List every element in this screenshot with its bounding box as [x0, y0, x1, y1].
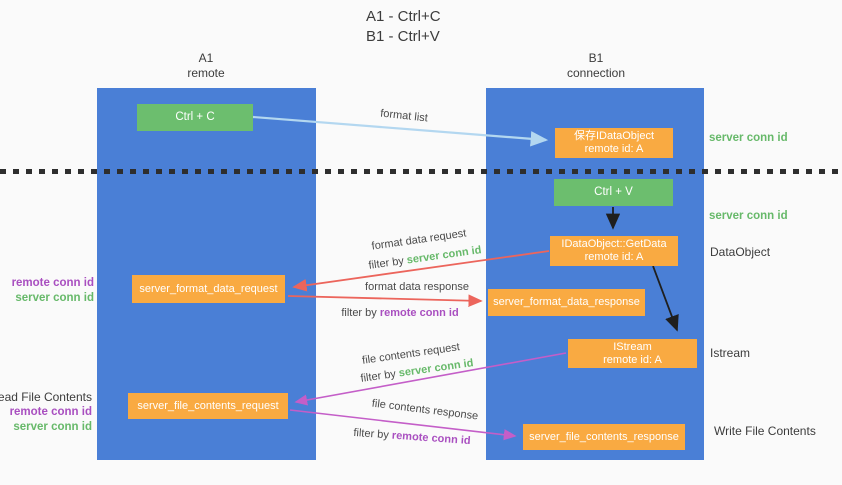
- node-file-response-label: server_file_contents_response: [529, 430, 679, 443]
- node-format-request-label: server_format_data_request: [139, 282, 278, 295]
- title-line-2: B1 - Ctrl+V: [366, 28, 440, 45]
- label-format-list: format list: [379, 107, 429, 125]
- left-label-server-conn-id-2: server conn id: [13, 421, 92, 433]
- filter-by-text: filter by: [367, 255, 405, 272]
- filter-by-text: filter by: [359, 368, 397, 385]
- node-ctrl-v: Ctrl + V: [554, 179, 673, 206]
- filter-by-text: filter by: [341, 307, 377, 319]
- node-getdata-line1: IDataObject::GetData: [561, 238, 667, 250]
- node-server-format-data-request: server_format_data_request: [132, 275, 285, 303]
- node-idataobject-getdata: IDataObject::GetData remote id: A: [550, 236, 678, 266]
- node-save-idataobject: 保存IDataObject remote id: A: [555, 128, 673, 158]
- remote-conn-id-text: remote conn id: [379, 307, 459, 319]
- node-istream-line1: IStream: [613, 340, 652, 353]
- node-file-request-label: server_file_contents_request: [137, 399, 279, 412]
- node-ctrl-v-label: Ctrl + V: [594, 186, 633, 198]
- left-label-group-file: Read File Contents remote conn id server…: [0, 390, 92, 435]
- node-istream: IStream remote id: A: [568, 339, 697, 368]
- node-save-idataobject-line2: remote id: A: [584, 143, 644, 155]
- phase-divider-dashed-line: [0, 169, 842, 174]
- left-label-read-file-contents: Read File Contents: [0, 390, 92, 404]
- lane-a1-subtitle: remote: [187, 66, 225, 80]
- lane-header-b1: B1 connection: [567, 51, 625, 81]
- node-server-file-contents-response: server_file_contents_response: [523, 424, 685, 450]
- left-label-group-format: remote conn id server conn id: [12, 276, 94, 306]
- left-label-remote-conn-id-2: remote conn id: [9, 406, 92, 418]
- node-save-idataobject-line1: 保存IDataObject: [573, 130, 655, 142]
- label-format-data-response: format data response: [365, 281, 469, 293]
- node-format-response-label: server_format_data_response: [493, 296, 640, 308]
- node-ctrl-c-label: Ctrl + C: [175, 111, 215, 123]
- lane-a1-name: A1: [198, 51, 214, 65]
- server-conn-id-text: server conn id: [406, 244, 483, 267]
- node-ctrl-c: Ctrl + C: [137, 104, 253, 131]
- remote-conn-id-text: remote conn id: [391, 429, 471, 448]
- filter-by-text: filter by: [353, 426, 390, 442]
- server-conn-id-text: server conn id: [398, 357, 475, 380]
- left-label-remote-conn-id-1: remote conn id: [11, 277, 94, 289]
- diagram-title: A1 - Ctrl+C B1 - Ctrl+V: [366, 7, 441, 47]
- label-file-contents-response: file contents response: [371, 397, 479, 423]
- lane-b1-name: B1: [588, 51, 604, 65]
- label-filter-remote-conn-2: filter by remote conn id: [353, 427, 471, 447]
- right-label-write-file-contents: Write File Contents: [714, 424, 816, 438]
- lane-header-a1: A1 remote: [187, 51, 224, 81]
- left-label-server-conn-id-1: server conn id: [15, 292, 94, 304]
- node-istream-line2: remote id: A: [603, 353, 662, 366]
- right-label-server-conn-id-2: server conn id: [709, 210, 788, 222]
- right-label-server-conn-id-1: server conn id: [709, 132, 788, 144]
- node-server-file-contents-request: server_file_contents_request: [128, 393, 288, 419]
- arrow-format-data-response: [287, 294, 483, 307]
- label-filter-remote-conn-1: filter by remote conn id: [341, 307, 458, 319]
- right-label-istream: Istream: [710, 346, 751, 360]
- title-line-1: A1 - Ctrl+C: [366, 8, 441, 25]
- node-server-format-data-response: server_format_data_response: [488, 289, 645, 316]
- right-label-dataobject: DataObject: [710, 245, 771, 259]
- lane-b1-subtitle: connection: [566, 66, 626, 80]
- node-getdata-line2: remote id: A: [584, 251, 644, 263]
